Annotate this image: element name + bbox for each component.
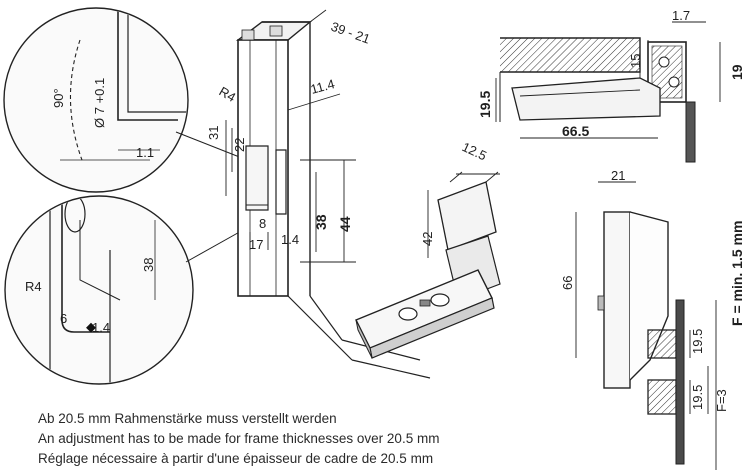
leader-line-top [175, 131, 243, 159]
label-1-7: 1.7 [672, 8, 690, 23]
label-11-4: 11.4 [309, 76, 336, 97]
label-8: 8 [259, 216, 266, 231]
label-19-5-top: 19.5 [477, 91, 493, 118]
section-view-top [499, 37, 696, 163]
label-19: 19 [729, 64, 745, 80]
label-1-4-detail: 1.4 [92, 320, 110, 335]
label-angle-90: 90° [51, 88, 66, 108]
frame-profile [235, 21, 431, 379]
side-view-bottom [597, 211, 685, 465]
note-french: Réglage nécessaire à partir d'une épaiss… [38, 451, 434, 466]
label-39-21: 39 - 21 [329, 19, 372, 47]
section-top-dimension-lines [495, 21, 721, 139]
label-19-5-b: 19.5 [690, 385, 705, 410]
label-bore: Ø 7 +0.1 [92, 78, 107, 128]
label-r4-detail: R4 [25, 279, 42, 294]
label-f-3: F=3 [714, 389, 729, 412]
detail-circle-bore: 90° Ø 7 +0.1 1.1 [3, 7, 189, 193]
label-66: 66 [560, 276, 575, 290]
label-31: 31 [206, 126, 221, 140]
label-r4-top: R4 [217, 84, 239, 105]
label-1-4-main: 1.4 [281, 232, 299, 247]
note-english: An adjustment has to be made for frame t… [38, 431, 440, 446]
label-44: 44 [337, 216, 353, 232]
label-38-detail: 38 [141, 258, 156, 272]
label-19-5-a: 19.5 [690, 329, 705, 354]
frame-dimension-lines [225, 9, 356, 263]
note-german: Ab 20.5 mm Rahmenstärke muss verstellt w… [38, 411, 337, 426]
label-f-min: F = min. 1.5 mm [729, 221, 745, 326]
label-1-1: 1.1 [136, 145, 154, 160]
detail-circle-cutout: R4 6 1.4 38 [4, 195, 194, 385]
label-21: 21 [611, 168, 625, 183]
hinge-body [355, 171, 501, 359]
side-view-dimension-lines [575, 181, 717, 470]
adjustment-notes: Ab 20.5 mm Rahmenstärke muss verstellt w… [38, 409, 598, 469]
label-17: 17 [249, 237, 263, 252]
label-66-5: 66.5 [562, 123, 589, 139]
label-6: 6 [60, 311, 67, 326]
label-42: 42 [420, 232, 435, 246]
label-12-5: 12.5 [460, 139, 489, 163]
label-22: 22 [232, 138, 247, 152]
label-15: 15 [628, 54, 643, 68]
label-38-main: 38 [313, 214, 329, 230]
